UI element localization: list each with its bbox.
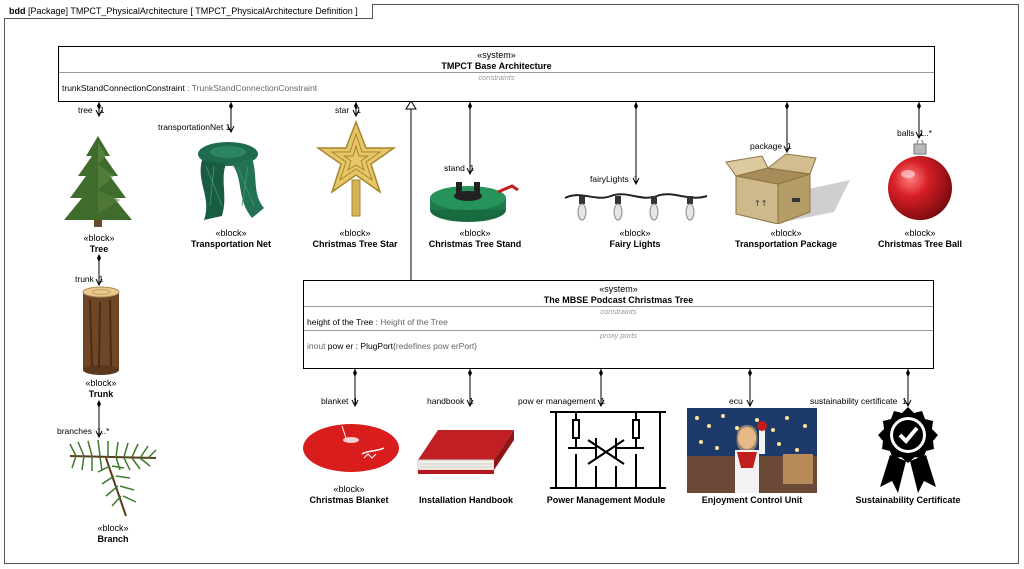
block-stereotype: «block» — [770, 228, 802, 238]
stereotype: «system» — [599, 284, 638, 294]
port-redefines: {redefines pow erPort} — [393, 341, 478, 351]
block-christmas-tree-stand[interactable]: «block» Christmas Tree Stand — [429, 228, 522, 250]
diagram-frame — [4, 4, 1019, 564]
diagram-kind: bdd — [9, 6, 26, 16]
block-christmas-tree-ball[interactable]: «block» Christmas Tree Ball — [878, 228, 962, 250]
block-name: Installation Handbook — [418, 495, 514, 505]
frame-label: [Package] TMPCT_PhysicalArchitecture [ T… — [28, 6, 358, 16]
block-name: Trunk — [88, 389, 114, 399]
block-stereotype: «block» — [339, 228, 371, 238]
enjoyment-photo-icon — [687, 408, 817, 493]
role-label-blanket: blanket 1 — [321, 396, 358, 406]
constraint-type: : Height of the Tree — [373, 317, 448, 327]
block-name: Christmas Tree Ball — [877, 239, 963, 249]
circuit-icon — [550, 411, 666, 489]
blanket-icon — [303, 424, 399, 472]
block-enjoyment-control-unit[interactable]: Enjoyment Control Unit — [702, 495, 803, 506]
block-installation-handbook[interactable]: Installation Handbook — [419, 495, 513, 506]
constraint-type: : TrunkStandConnectionConstraint — [184, 83, 318, 93]
tree-icon — [64, 136, 132, 227]
block-stereotype: «block» — [85, 378, 117, 388]
block-power-management-module[interactable]: Power Management Module — [547, 495, 666, 506]
block-sustainability-certificate[interactable]: Sustainability Certificate — [855, 495, 960, 506]
role-label-power: pow er management 1 — [518, 396, 605, 406]
port-direction: inout — [307, 341, 328, 351]
block-name: Branch — [97, 534, 129, 544]
svg-text:↑↑: ↑↑ — [754, 199, 767, 208]
compartment-title: constraints — [600, 307, 637, 316]
block-trunk[interactable]: «block» Trunk — [85, 378, 116, 400]
block-transportation-net[interactable]: «block» Transportation Net — [191, 228, 271, 250]
christmas-ball-icon — [888, 140, 952, 220]
compartment-title: proxy ports — [599, 331, 638, 340]
frame-header: bdd [Package] TMPCT_PhysicalArchitecture… — [4, 4, 373, 19]
role-label-lights: fairyLights 1 — [590, 174, 639, 184]
constraint-property: trunkStandConnectionConstraint : TrunkSt… — [59, 83, 934, 96]
role-label-package: package 1 — [750, 141, 792, 151]
block-name: Enjoyment Control Unit — [701, 495, 803, 505]
block-tree[interactable]: «block» Tree — [83, 233, 114, 255]
block-christmas-tree-star[interactable]: «block» Christmas Tree Star — [312, 228, 397, 250]
role-label-tree: tree 1 — [78, 105, 105, 115]
block-name: Power Management Module — [546, 495, 666, 505]
block-stereotype: «block» — [619, 228, 651, 238]
constraint-property: height of the Tree : Height of the Tree — [304, 317, 933, 330]
block-name: Transportation Package — [734, 239, 838, 249]
block-stereotype: «block» — [83, 233, 115, 243]
certificate-badge-icon — [878, 407, 938, 493]
block-christmas-blanket[interactable]: «block» Christmas Blanket — [309, 484, 388, 506]
block-stereotype: «block» — [97, 523, 129, 533]
port-name: pow er — [327, 341, 354, 351]
proxy-ports-compartment: proxy ports inout pow er : PlugPort{rede… — [304, 330, 933, 354]
fairy-lights-icon — [564, 193, 708, 221]
constraint-name: trunkStandConnectionConstraint — [62, 83, 185, 93]
proxy-port: inout pow er : PlugPort{redefines pow er… — [304, 341, 933, 354]
system-block-tmpct-base[interactable]: «system» TMPCT Base Architecture constra… — [58, 46, 935, 102]
block-name: Fairy Lights — [609, 239, 661, 249]
block-stereotype: «block» — [215, 228, 247, 238]
star-icon — [316, 119, 396, 217]
role-label-net: transportationNet 1 — [158, 122, 231, 132]
system-name: TMPCT Base Architecture — [441, 61, 552, 71]
block-fairy-lights[interactable]: «block» Fairy Lights — [609, 228, 660, 250]
role-label-ball: balls 1..* — [897, 128, 932, 138]
constraints-compartment: constraints height of the Tree : Height … — [304, 306, 933, 330]
block-branch[interactable]: «block» Branch — [97, 523, 128, 545]
role-label-stand: stand 1 — [444, 163, 475, 173]
block-transportation-package[interactable]: «block» Transportation Package — [735, 228, 837, 250]
block-name: Tree — [89, 244, 109, 254]
handbook-icon — [417, 430, 514, 474]
constraints-compartment: constraints trunkStandConnectionConstrai… — [59, 72, 934, 96]
block-name: Transportation Net — [190, 239, 272, 249]
role-label-handbook: handbook 1 — [427, 396, 474, 406]
role-label-ecu: ecu — [729, 396, 743, 406]
role-label-cert: sustainability certificate 1 — [810, 396, 907, 406]
net-icon — [198, 142, 264, 220]
role-label-star: star 1 — [335, 105, 361, 115]
block-name: Christmas Tree Stand — [428, 239, 522, 249]
block-stereotype: «block» — [459, 228, 491, 238]
constraint-name: height of the Tree — [307, 317, 374, 327]
role-label-branch: branches 1..* — [57, 426, 110, 436]
block-name: Sustainability Certificate — [855, 495, 961, 505]
trunk-icon — [82, 286, 120, 375]
branch-icon — [69, 439, 157, 517]
system-name: The MBSE Podcast Christmas Tree — [543, 295, 694, 305]
package-icon: ↑↑ — [725, 153, 850, 224]
block-stereotype: «block» — [904, 228, 936, 238]
role-label-trunk: trunk 1 — [75, 274, 104, 284]
block-stereotype: «block» — [333, 484, 365, 494]
port-type: : PlugPort — [353, 341, 393, 351]
block-name: Christmas Tree Star — [312, 239, 398, 249]
stand-icon — [430, 182, 519, 222]
block-name: Christmas Blanket — [309, 495, 389, 505]
stereotype: «system» — [477, 50, 516, 60]
system-block-podcast-tree[interactable]: «system» The MBSE Podcast Christmas Tree… — [303, 280, 934, 369]
compartment-title: constraints — [478, 73, 515, 82]
